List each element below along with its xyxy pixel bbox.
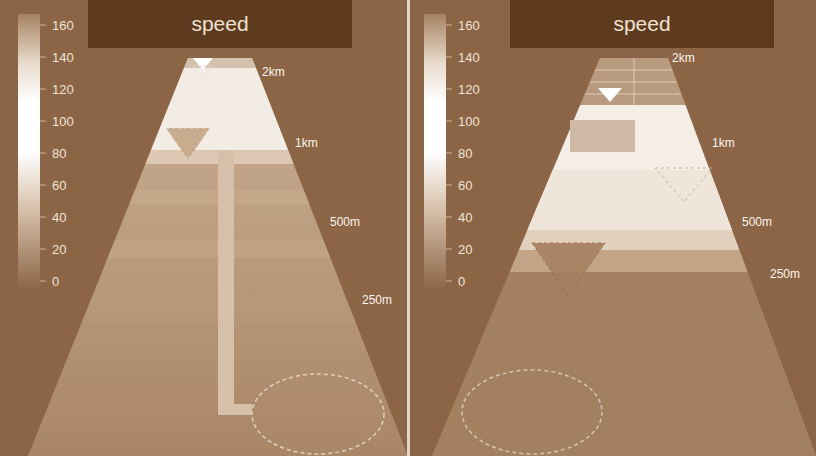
scale-number: 0 xyxy=(52,274,59,289)
gap-block xyxy=(570,120,635,152)
scale-ticks xyxy=(446,25,452,281)
vehicle-marker xyxy=(166,128,210,160)
road-left xyxy=(0,58,408,456)
distance-label: 250m xyxy=(362,293,392,307)
scale-number: 80 xyxy=(458,146,472,161)
speed-header: speed xyxy=(510,0,774,48)
speed-scale-bar xyxy=(424,14,446,290)
scale-number: 40 xyxy=(52,210,66,225)
own-vehicle-zone xyxy=(252,374,384,454)
target-marker xyxy=(655,168,712,202)
scale-ticks xyxy=(40,25,46,281)
header-text: speed xyxy=(191,12,248,36)
scale-number: 120 xyxy=(52,82,74,97)
scale-number: 100 xyxy=(458,114,480,129)
scale-number: 140 xyxy=(52,50,74,65)
speed-marker xyxy=(598,88,622,102)
distance-label: 2km xyxy=(672,51,695,65)
own-vehicle-zone xyxy=(462,370,602,454)
scale-number: 160 xyxy=(52,18,74,33)
scale-number: 20 xyxy=(52,242,66,257)
target-marker xyxy=(193,66,213,80)
header-text: speed xyxy=(613,12,670,36)
scale-number: 100 xyxy=(52,114,74,129)
distance-label: 2km xyxy=(262,65,285,79)
scale-number: 120 xyxy=(458,82,480,97)
distance-label: 500m xyxy=(742,215,772,229)
scale-number: 20 xyxy=(458,242,472,257)
distance-label: 250m xyxy=(770,267,800,281)
distance-label: 1km xyxy=(295,136,318,150)
scale-number: 60 xyxy=(52,178,66,193)
panel-divider xyxy=(407,0,410,456)
speed-marker xyxy=(193,58,213,70)
vehicle-marker-outline xyxy=(532,243,605,296)
distance-label: 500m xyxy=(330,215,360,229)
distance-label: 1km xyxy=(712,136,735,150)
scale-number: 160 xyxy=(458,18,480,33)
scale-number: 0 xyxy=(458,274,465,289)
speed-scale-bar xyxy=(18,14,40,290)
road-right xyxy=(410,58,816,456)
scale-number: 140 xyxy=(458,50,480,65)
scale-number: 60 xyxy=(458,178,472,193)
scale-number: 80 xyxy=(52,146,66,161)
vehicle-marker xyxy=(532,243,605,272)
speed-header: speed xyxy=(88,0,352,48)
scale-number: 40 xyxy=(458,210,472,225)
